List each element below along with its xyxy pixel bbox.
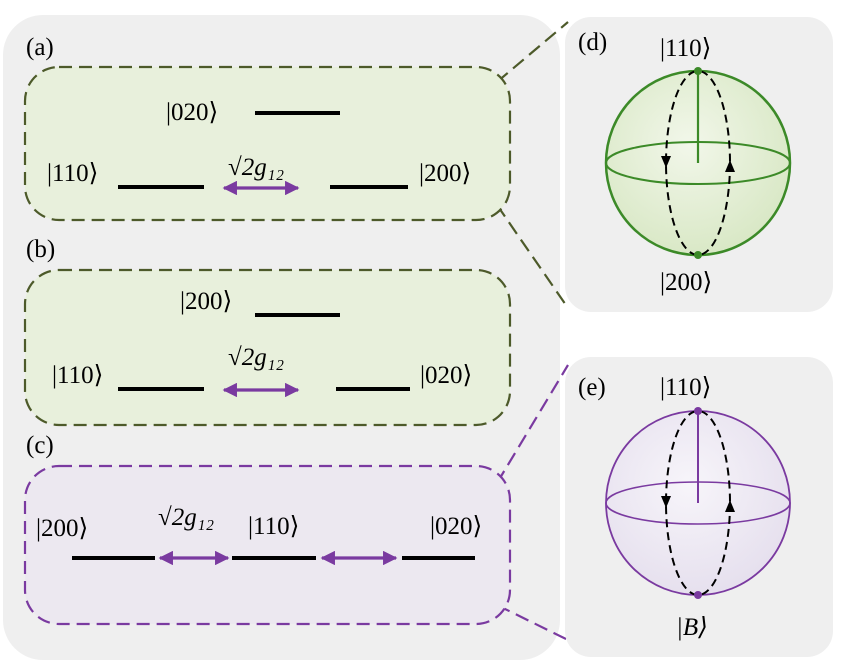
panel-c-ket-3: |020⟩ (430, 513, 482, 540)
panel-a-top-ket: |020⟩ (166, 99, 218, 126)
panel-c-label: (c) (26, 432, 54, 459)
panel-d-arrow-down-icon (661, 156, 671, 168)
panel-e-label: (e) (578, 374, 606, 401)
zoom-line-a-top (496, 21, 569, 83)
panel-b-coupling-label: √2g₁₂ (228, 344, 284, 371)
panel-b-right-ket: |020⟩ (420, 362, 472, 389)
panel-b-label: (b) (26, 236, 55, 263)
panel-a-left-ket: |110⟩ (47, 160, 98, 187)
panel-d-north-ket: |110⟩ (660, 35, 711, 62)
panel-e-north-pole (694, 407, 702, 415)
panel-a-label: (a) (26, 34, 54, 61)
panel-a-coupling-label: √2g₁₂ (228, 154, 284, 181)
panel-b-left-ket: |110⟩ (52, 362, 103, 389)
zoom-line-c-bottom (496, 604, 569, 641)
panel-e-south-pole (694, 591, 702, 599)
panel-c-box (23, 464, 512, 626)
panel-c-ket-1: |200⟩ (36, 515, 88, 542)
zoom-line-c-top (496, 364, 569, 484)
panel-b-box (23, 268, 512, 427)
panel-e-north-ket: |110⟩ (660, 374, 711, 401)
panel-b-top-ket: |200⟩ (180, 288, 232, 315)
panel-d-north-pole (694, 67, 702, 75)
panel-a-right-ket: |200⟩ (419, 160, 471, 187)
panel-c-coupling-label: √2g₁₂ (158, 504, 214, 531)
panel-e-arrow-down-icon (661, 496, 671, 508)
panel-d-label: (d) (578, 29, 607, 56)
panel-a-box (23, 65, 512, 222)
panel-d-south-ket: |200⟩ (660, 269, 712, 296)
panel-c-ket-2: |110⟩ (248, 513, 299, 540)
panel-e-south-ket: |B⟩ (676, 614, 708, 641)
panel-e-arrow-up-icon (725, 500, 735, 512)
panel-d-south-pole (694, 251, 702, 259)
panel-d-arrow-up-icon (725, 160, 735, 172)
